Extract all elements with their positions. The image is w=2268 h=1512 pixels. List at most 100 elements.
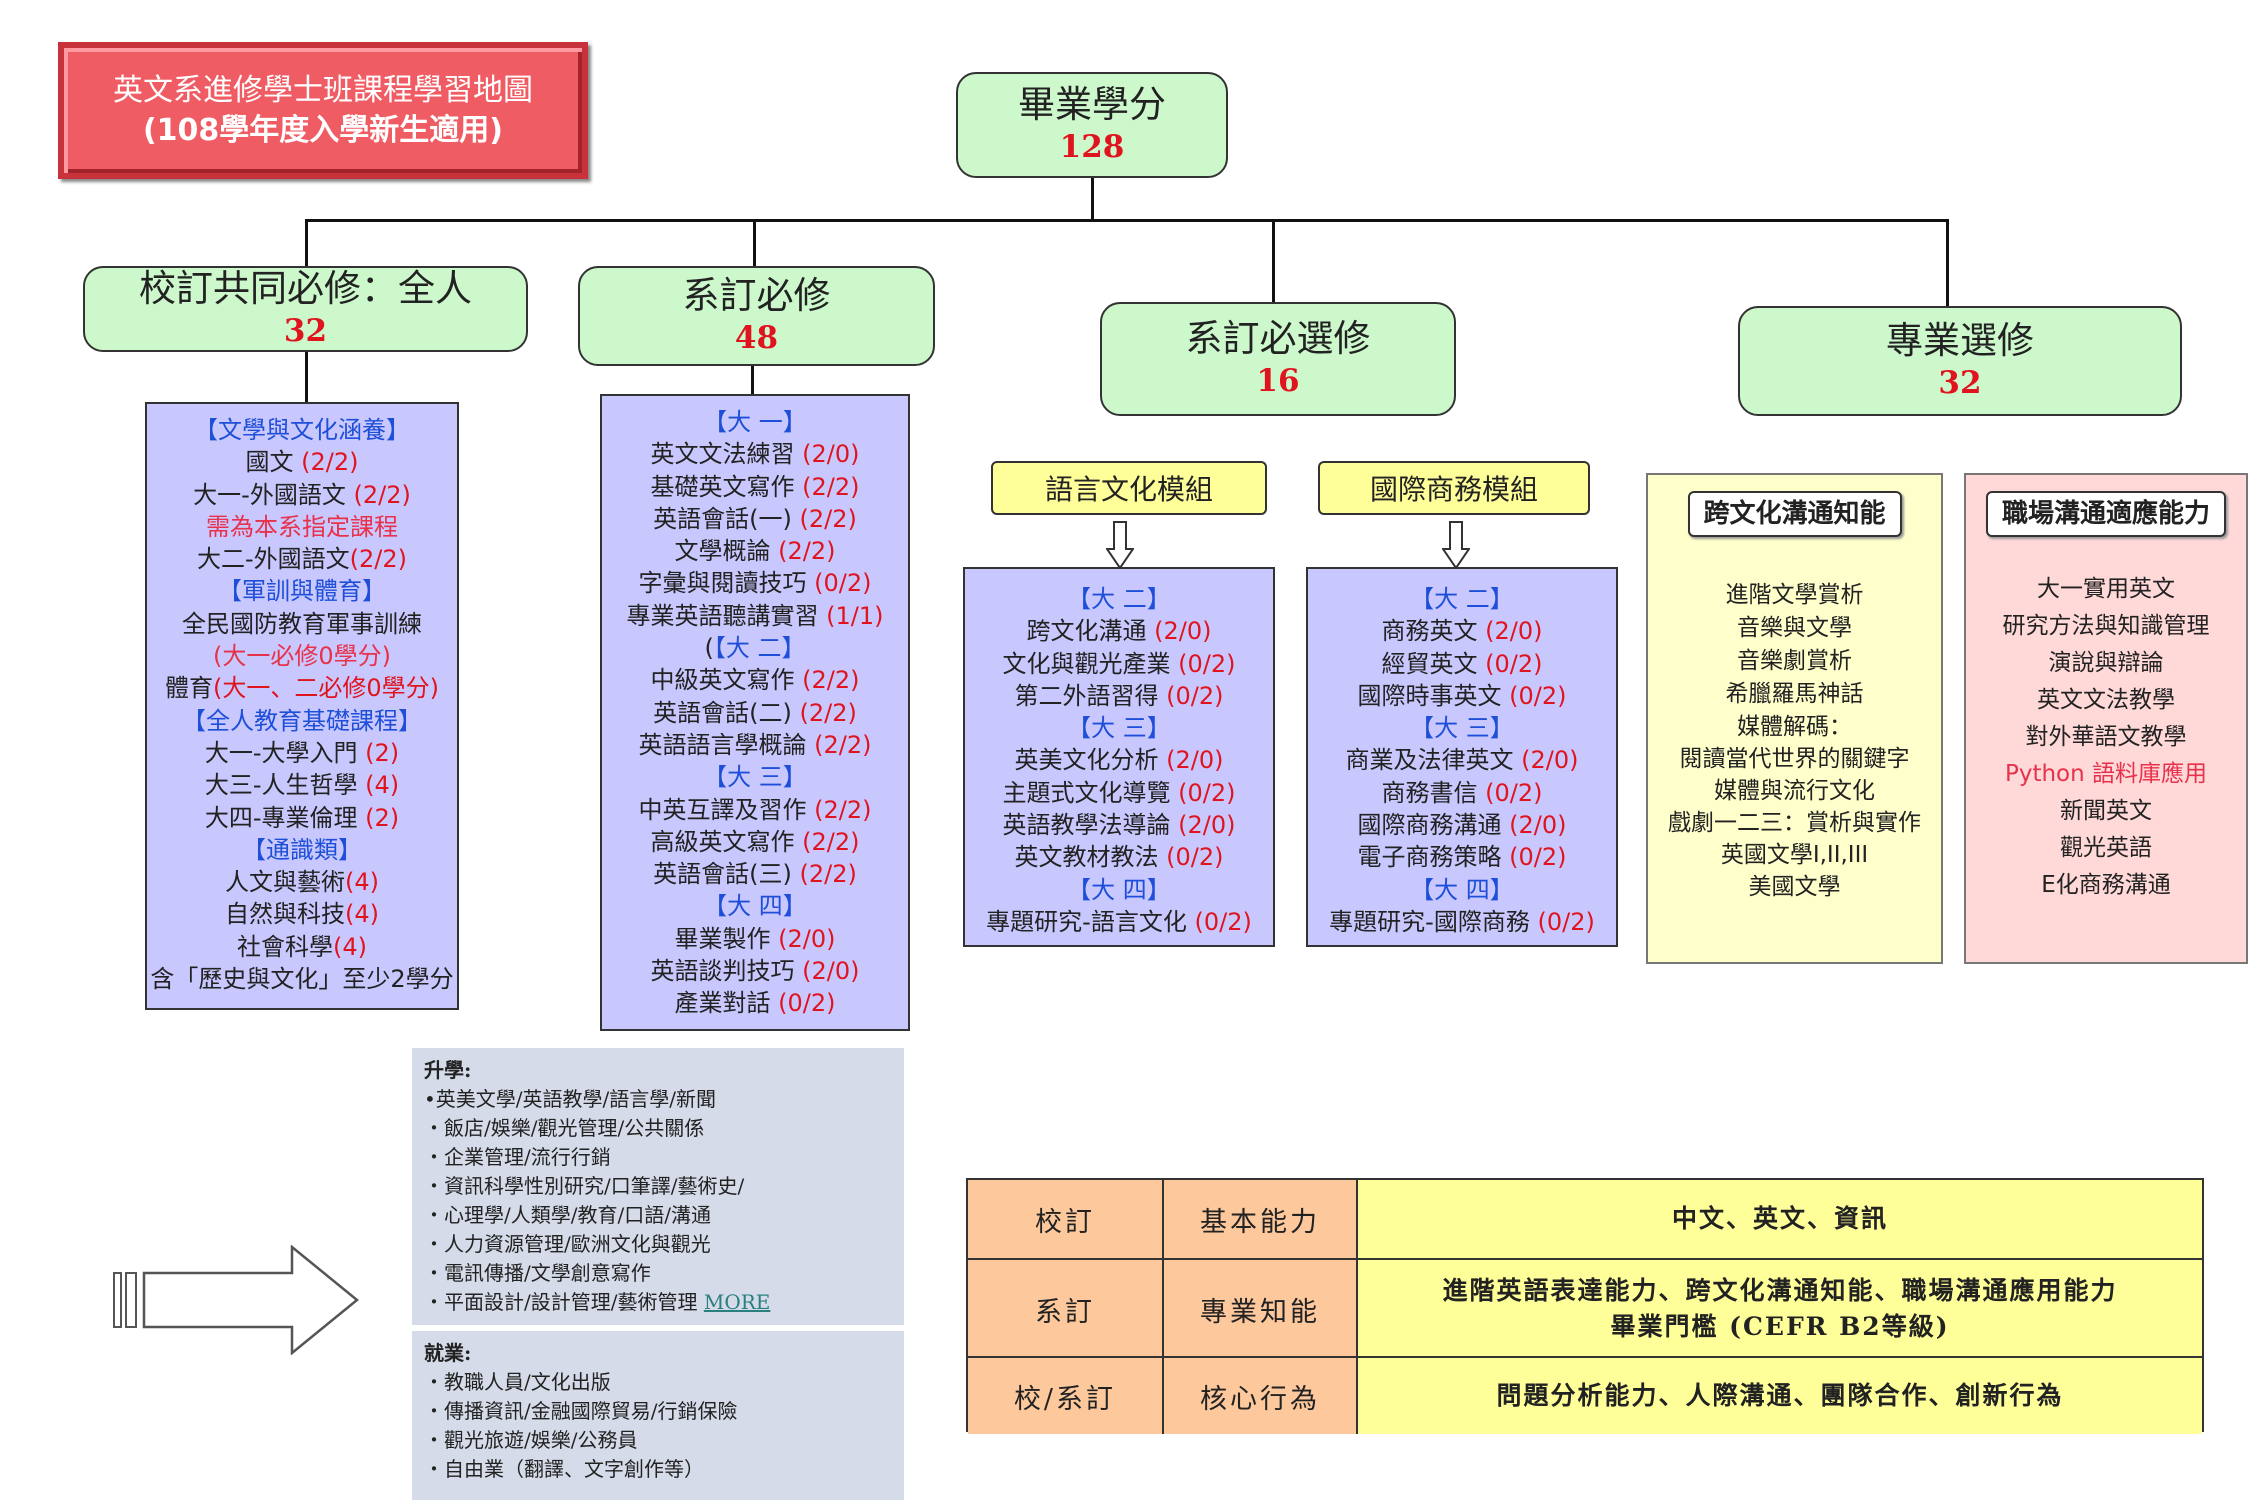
module-language-culture-tag: 語言文化模組 <box>991 461 1267 515</box>
course-item: 需為本系指定課程 <box>206 512 398 541</box>
employment-heading: 就業: <box>424 1341 472 1365</box>
connector-cat1 <box>305 219 308 267</box>
course-item: 商務書信 (0/2) <box>1381 778 1543 807</box>
connector-horizontal <box>305 219 1949 222</box>
further-study-item: ・心理學/人類學/教育/口語/溝通 <box>424 1203 711 1227</box>
ability-level: 校/系訂 <box>968 1358 1164 1434</box>
section-divider <box>412 1325 904 1331</box>
category-label: 系訂必選修 <box>1185 317 1371 360</box>
elective-item: 研究方法與知識管理 <box>2002 613 2210 639</box>
course-item: 大四-專業倫理 (2) <box>204 803 400 832</box>
course-item: 【大 四】 <box>1410 875 1514 904</box>
category-dept-selective: 系訂必選修 16 <box>1100 302 1456 416</box>
further-study-section: 升學: •英美文學/英語教學/語言學/新聞・飯店/娛樂/觀光管理/公共關係・企業… <box>412 1048 904 1325</box>
international-business-course-list: 【大 二】商務英文 (2/0)經貿英文 (0/2)國際時事英文 (0/2)【大 … <box>1306 567 1618 947</box>
ability-description: 中文、英文、資訊 <box>1358 1180 2202 1258</box>
ability-type: 基本能力 <box>1164 1180 1358 1258</box>
course-item: 大一-大學入門 (2) <box>204 738 400 767</box>
course-item: 專題研究-國際商務 (0/2) <box>1329 907 1595 936</box>
common-required-course-list: 【文學與文化涵養】國文 (2/2)大一-外國語文 (2/2)需為本系指定課程大二… <box>145 402 459 1010</box>
course-item: 【大 四】 <box>1067 875 1171 904</box>
category-credits: 32 <box>1938 365 1982 401</box>
course-item: 【大 二】 <box>1067 585 1171 613</box>
course-item: 英美文化分析 (2/0) <box>1014 746 1224 775</box>
course-item: 文學概論 (2/2) <box>674 537 836 566</box>
category-label: 校訂共同必修：全人 <box>139 267 472 310</box>
further-study-item: ・平面設計/設計管理/藝術管理 MORE <box>424 1290 771 1314</box>
elective-item: 對外華語文教學 <box>2025 724 2187 750</box>
elective-item: 大一實用英文 <box>2037 576 2175 602</box>
panel-title: 跨文化溝通知能 <box>1687 491 1902 537</box>
course-item: 【大 三】 <box>1410 714 1514 743</box>
further-study-item: ・企業管理/流行行銷 <box>424 1145 611 1169</box>
course-item: 中英互譯及習作 (2/2) <box>638 795 872 824</box>
course-item: 文化與觀光產業 (0/2) <box>1002 649 1236 678</box>
panel-title: 職場溝通適應能力 <box>1985 491 2227 537</box>
connector-root <box>1091 178 1094 220</box>
course-item: 英語教學法導論 (2/0) <box>1002 811 1236 840</box>
elective-item: E化商務溝通 <box>2041 872 2171 898</box>
map-title-banner: 英文系進修學士班課程學習地圖 (108學年度入學新生適用) <box>58 42 588 179</box>
course-item: 英語語言學概論 (2/2) <box>638 730 872 759</box>
course-item: 中級英文寫作 (2/2) <box>650 666 860 695</box>
core-ability-table: 校訂 基本能力 中文、英文、資訊 系訂 專業知能 進階英語表達能力、跨文化溝通知… <box>966 1178 2204 1434</box>
category-credits: 32 <box>283 313 328 349</box>
course-item: 產業對話 (0/2) <box>674 989 836 1018</box>
category-common-required: 校訂共同必修：全人 32 <box>83 266 528 352</box>
course-item: 【全人教育基礎課程】 <box>182 706 422 735</box>
down-arrow-icon <box>1106 521 1134 569</box>
connector-dept-list <box>751 366 754 395</box>
course-item: 國文 (2/2) <box>245 448 359 477</box>
employment-item: ・傳播資訊/金融國際貿易/行銷保險 <box>424 1399 738 1423</box>
course-item: 大二-外國語文(2/2) <box>196 545 408 574</box>
course-item: 專題研究-語言文化 (0/2) <box>986 907 1252 936</box>
elective-item: 閱讀當代世界的關鍵字 <box>1679 746 1910 772</box>
elective-item: 戲劇一二三：賞析與實作 <box>1668 810 1921 836</box>
graduation-credits-label: 畢業學分 <box>1018 83 1166 126</box>
employment-item: ・教職人員/文化出版 <box>424 1370 611 1394</box>
elective-item: 新聞英文 <box>2060 798 2152 824</box>
elective-item: 媒體解碼： <box>1737 714 1852 740</box>
elective-item: Python 語料庫應用 <box>2004 761 2208 787</box>
course-item: 【大 四】 <box>703 892 807 921</box>
course-item: 國際商務溝通 (2/0) <box>1357 811 1567 840</box>
course-item: 自然與科技(4) <box>225 900 379 929</box>
elective-item: 英國文學I,II,III <box>1720 842 1869 868</box>
category-label: 系訂必修 <box>682 274 831 317</box>
ability-row: 系訂 專業知能 進階英語表達能力、跨文化溝通知能、職場溝通應用能力 畢業門檻 (… <box>968 1258 2202 1358</box>
course-item: 全民國防教育軍事訓練 <box>182 609 422 638</box>
elective-item: 希臘羅馬神話 <box>1725 681 1864 707</box>
course-item: 人文與藝術(4) <box>225 868 379 897</box>
course-item: 專業英語聽講實習 (1/1) <box>626 601 884 630</box>
category-label: 專業選修 <box>1886 319 2034 362</box>
elective-item: 英文文法教學 <box>2037 687 2175 713</box>
connector-cat2 <box>753 219 756 267</box>
cross-cultural-elective-panel: 跨文化溝通知能 進階文學賞析音樂與文學音樂劇賞析希臘羅馬神話媒體解碼：閱讀當代世… <box>1646 473 1943 964</box>
dept-required-course-list: 【大 一】英文文法練習 (2/0)基礎英文寫作 (2/2)英語會話(一) (2/… <box>600 394 910 1031</box>
graduation-credits-node: 畢業學分 128 <box>956 72 1228 178</box>
course-item: (【大 二】 <box>704 634 806 663</box>
course-item: 經貿英文 (0/2) <box>1381 649 1543 678</box>
course-item: 英語會話(二) (2/2) <box>653 698 857 727</box>
course-item: 大一-外國語文 (2/2) <box>193 480 411 509</box>
course-item: 商務英文 (2/0) <box>1381 617 1543 646</box>
connector-cat3 <box>1272 219 1275 303</box>
module-label: 語言文化模組 <box>1044 473 1213 506</box>
course-item: 【大 一】 <box>703 408 807 436</box>
course-item: 電子商務策略 (0/2) <box>1357 843 1567 872</box>
course-item: 高級英文寫作 (2/2) <box>650 827 860 856</box>
course-item: 【大 二】 <box>1410 585 1514 613</box>
course-item: 英文教材教法 (0/2) <box>1014 843 1224 872</box>
elective-item: 音樂劇賞析 <box>1737 648 1852 674</box>
ability-level: 系訂 <box>968 1260 1164 1358</box>
further-study-item: ・資訊科學性別研究/口筆譯/藝術史/ <box>424 1174 745 1198</box>
map-title: 英文系進修學士班課程學習地圖 <box>113 72 533 108</box>
course-item: 社會科學(4) <box>237 932 367 961</box>
further-study-item: ・電訊傳播/文學創意寫作 <box>424 1261 651 1285</box>
course-item: 英語談判技巧 (2/0) <box>650 957 860 986</box>
course-item: 【通識類】 <box>242 835 362 864</box>
course-item: 商業及法律英文 (2/0) <box>1345 746 1579 775</box>
more-link[interactable]: MORE <box>703 1290 771 1314</box>
map-subtitle: (108學年度入學新生適用) <box>142 112 504 148</box>
